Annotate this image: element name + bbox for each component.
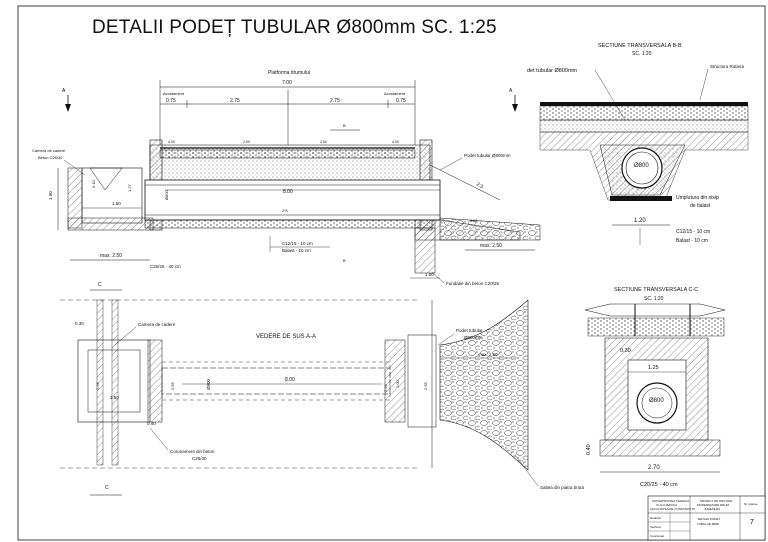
- balast-elev: Balast - 10 cm: [282, 248, 311, 253]
- tb-university-l2: CLUJ-NAPOCA: [656, 503, 677, 507]
- drawing-title: DETALII PODEȚ TUBULAR Ø800mm SC. 1:25: [92, 17, 497, 38]
- section-cc-scale: SC. 1:20: [644, 296, 664, 302]
- c2025-elev: C20/25 - 40 cm: [150, 264, 181, 269]
- c1215-elev: C12/15 - 10 cm: [282, 241, 313, 246]
- plan-coronament: Coronament din beton: [170, 449, 215, 454]
- section-cc-dim-040: 0.40: [586, 444, 592, 455]
- slope-mid2: 2.50: [320, 140, 327, 144]
- acostament-right: Acostament: [384, 91, 406, 96]
- plan-coronament-mat: C25/30: [192, 456, 207, 461]
- tb-project-l1: PROIECT DE DIPLOMA: [700, 499, 733, 503]
- section-cc-dim-125: 1.25: [648, 365, 659, 371]
- section-bb-width: 1.20: [634, 218, 646, 224]
- arrow-c-bottom: C: [105, 485, 109, 491]
- arrow-c-top: C: [98, 282, 102, 288]
- fundatie-label: Fundatie din beton C20/25: [446, 281, 500, 286]
- platforma-label: Platforma drumului: [268, 70, 310, 76]
- plan-len-800: 8.00: [285, 377, 295, 383]
- dim-100: 1.00: [425, 272, 434, 277]
- plan-dim-255b: 2.55: [170, 381, 175, 390]
- dim-top-2: 2.75: [230, 98, 240, 104]
- section-bb-dia: Ø800: [634, 163, 649, 169]
- dim-150: 1.50: [112, 201, 121, 206]
- slope-right: 4.00: [392, 140, 399, 144]
- tb-university-l3: FACULTATEA DE CONSTRUCTII: [650, 507, 695, 511]
- slope-mid1: 2.50: [243, 140, 250, 144]
- section-cc-dia: Ø800: [649, 398, 664, 404]
- camera-label-l1: Camera de cadere: [32, 148, 66, 153]
- plan-dia: Ø800: [206, 378, 211, 390]
- plan-dim-255c: 2.55: [383, 383, 388, 392]
- dim-450: 4.50: [470, 219, 477, 223]
- section-bb-balast: Balast - 10 cm: [676, 238, 708, 244]
- plan-dim-255d: 2.55: [423, 381, 428, 390]
- total-width: 7.00: [282, 80, 292, 86]
- plan-podet-l1: Podet tubular: [456, 328, 483, 333]
- tb-row1: Realizat: [650, 516, 661, 520]
- dim-010: 0.10: [91, 179, 96, 188]
- plan-dim-040: 0.40: [147, 421, 156, 426]
- camera-label-l2: Beton C25/30: [38, 155, 63, 160]
- arrow-b-bottom: B: [343, 258, 346, 263]
- height-127: 1.27: [127, 183, 132, 192]
- tb-sheet-no: 7: [750, 519, 754, 526]
- section-cc: SECTIUNE TRANSVERSALA C-C SC. 1:20 Ø800 …: [584, 287, 726, 488]
- height-190: 1.90: [48, 191, 53, 200]
- plan-dim-255a: 2.55: [95, 381, 100, 390]
- arrow-b-top: B: [343, 123, 346, 128]
- section-bb-tub: det tubular Ø800mm: [527, 68, 578, 74]
- slope-2pct: 2%: [282, 208, 288, 213]
- longitudinal-elevation: A A Platforma drumului 7.00 Acostament A…: [32, 70, 541, 286]
- plan-dim-150: 1.50: [110, 395, 119, 400]
- dim-top-1: 0.75: [166, 98, 176, 104]
- ratio-23: 2:3: [475, 182, 484, 191]
- sheet-frame: [17, 5, 766, 541]
- tb-project-l2: MODERNIZARE DRUM: [697, 503, 730, 507]
- title-block: UNIVERSITATEA TEHNICA CLUJ-NAPOCA FACULT…: [647, 495, 766, 541]
- tb-row2: Verificat: [650, 525, 661, 529]
- section-cc-c2025: C20/25 - 40 cm: [640, 482, 678, 488]
- acostament-left: Acostament: [163, 91, 185, 96]
- section-bb-scale: SC. 1:20: [632, 51, 652, 57]
- max250-left: max. 2.50: [100, 253, 122, 259]
- tb-university-l1: UNIVERSITATEA TEHNICA: [652, 499, 689, 503]
- max250-right: max. 2.50: [480, 243, 502, 249]
- arrow-a-left: A: [62, 88, 66, 94]
- section-bb: SECTIUNE TRANSVERSALA B-B SC. 1:20 det t…: [527, 43, 749, 245]
- section-cc-title: SECTIUNE TRANSVERSALA C-C: [614, 287, 698, 293]
- section-bb-c1215: C12/15 - 10 cm: [676, 229, 710, 235]
- podet-label-elev: Podet tubular Ø800mm: [464, 153, 511, 158]
- plan-title: VEDERE DE SUS A-A: [256, 334, 316, 340]
- section-cc-dim-270: 2.70: [648, 465, 660, 471]
- plan-saltea: Saltea din piatra bruta: [540, 485, 585, 490]
- tb-drawing-l2: TUBULAR Ø800: [697, 522, 720, 526]
- plan-camera: Camera de cadere: [138, 322, 176, 327]
- pipe-dia: Ø800: [164, 189, 169, 200]
- tb-drawing-l1: DETALII PODET: [698, 517, 720, 521]
- plan-dim-100: 1.00: [395, 379, 400, 388]
- section-bb-title: SECTIUNE TRANSVERSALA B-B: [598, 43, 682, 49]
- tb-sheet-label: Nr. planse: [744, 502, 758, 506]
- tb-project-l3: JUDETEAN: [704, 507, 720, 511]
- pipe-length: 8.00: [283, 189, 293, 195]
- plan-dim-030: 0.30: [75, 321, 84, 326]
- dim-top-3: 2.75: [330, 98, 340, 104]
- tb-row3: Coordonat: [650, 534, 664, 538]
- section-cc-dim-030: 0.30: [620, 348, 631, 354]
- arrow-a-right: A: [509, 88, 513, 94]
- section-bb-umplutura-l2: de balast: [690, 203, 711, 209]
- slope-left: 4.00: [168, 140, 175, 144]
- section-bb-umplutura-l1: Umplutura din nisip: [676, 195, 719, 201]
- section-bb-structura: Structura Rutiera: [710, 64, 745, 69]
- dim-top-4: 0.75: [396, 98, 406, 104]
- plan-view: C C 0.30 Camera de cadere 1.50 2.55 2.55…: [60, 282, 585, 496]
